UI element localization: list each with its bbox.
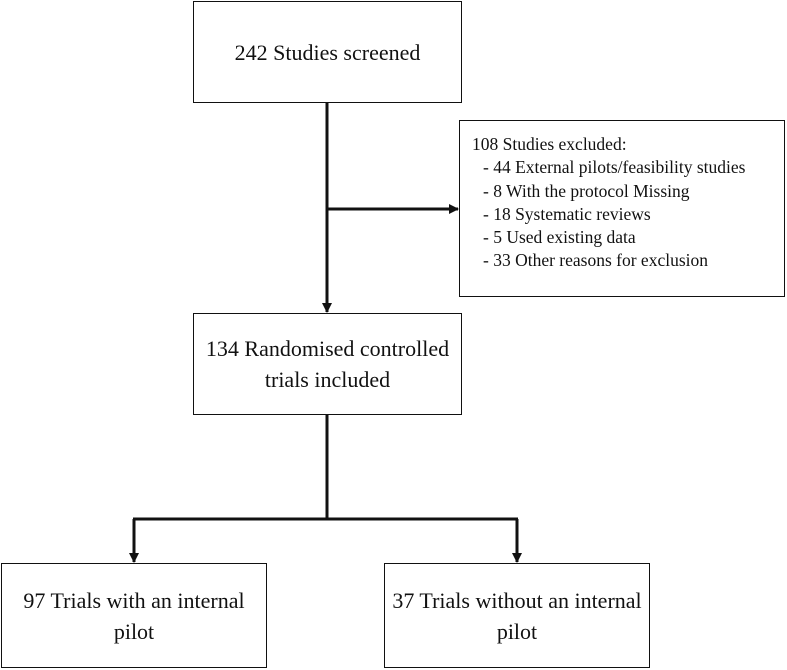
exclusion-reason: 8 With the protocol Missing [472,180,784,203]
with-internal-pilot-line-2: pilot [113,618,155,644]
included-text: 134 Randomised controlled trials include… [206,333,449,395]
exclusion-reason: 33 Other reasons for exclusion [472,249,784,272]
included-line-1: 134 Randomised controlled [205,336,450,361]
screened-text: 242 Studies screened [234,39,421,65]
with-internal-pilot-line-1: 97 Trials with an internal [23,587,245,613]
without-internal-pilot-line-2: pilot [496,618,538,644]
without-internal-pilot-box: 37 Trials without an internal pilot [384,563,650,668]
without-internal-pilot-line-1: 37 Trials without an internal [392,587,642,613]
without-internal-pilot-text: 37 Trials without an internal pilot [392,585,641,647]
with-internal-pilot-box: 97 Trials with an internal pilot [1,563,267,668]
excluded-title: 108 Studies excluded: [472,134,627,154]
included-line-2: trials included [264,367,391,392]
included-box: 134 Randomised controlled trials include… [193,313,462,415]
exclusion-reasons-list: 44 External pilots/feasibility studies 8… [472,156,784,272]
exclusion-reason: 5 Used existing data [472,226,784,249]
exclusion-reason: 44 External pilots/feasibility studies [472,156,784,179]
exclusion-reason: 18 Systematic reviews [472,203,784,226]
with-internal-pilot-text: 97 Trials with an internal pilot [23,585,244,647]
screened-box: 242 Studies screened [193,1,462,103]
excluded-box: 108 Studies excluded: 44 External pilots… [459,120,785,297]
